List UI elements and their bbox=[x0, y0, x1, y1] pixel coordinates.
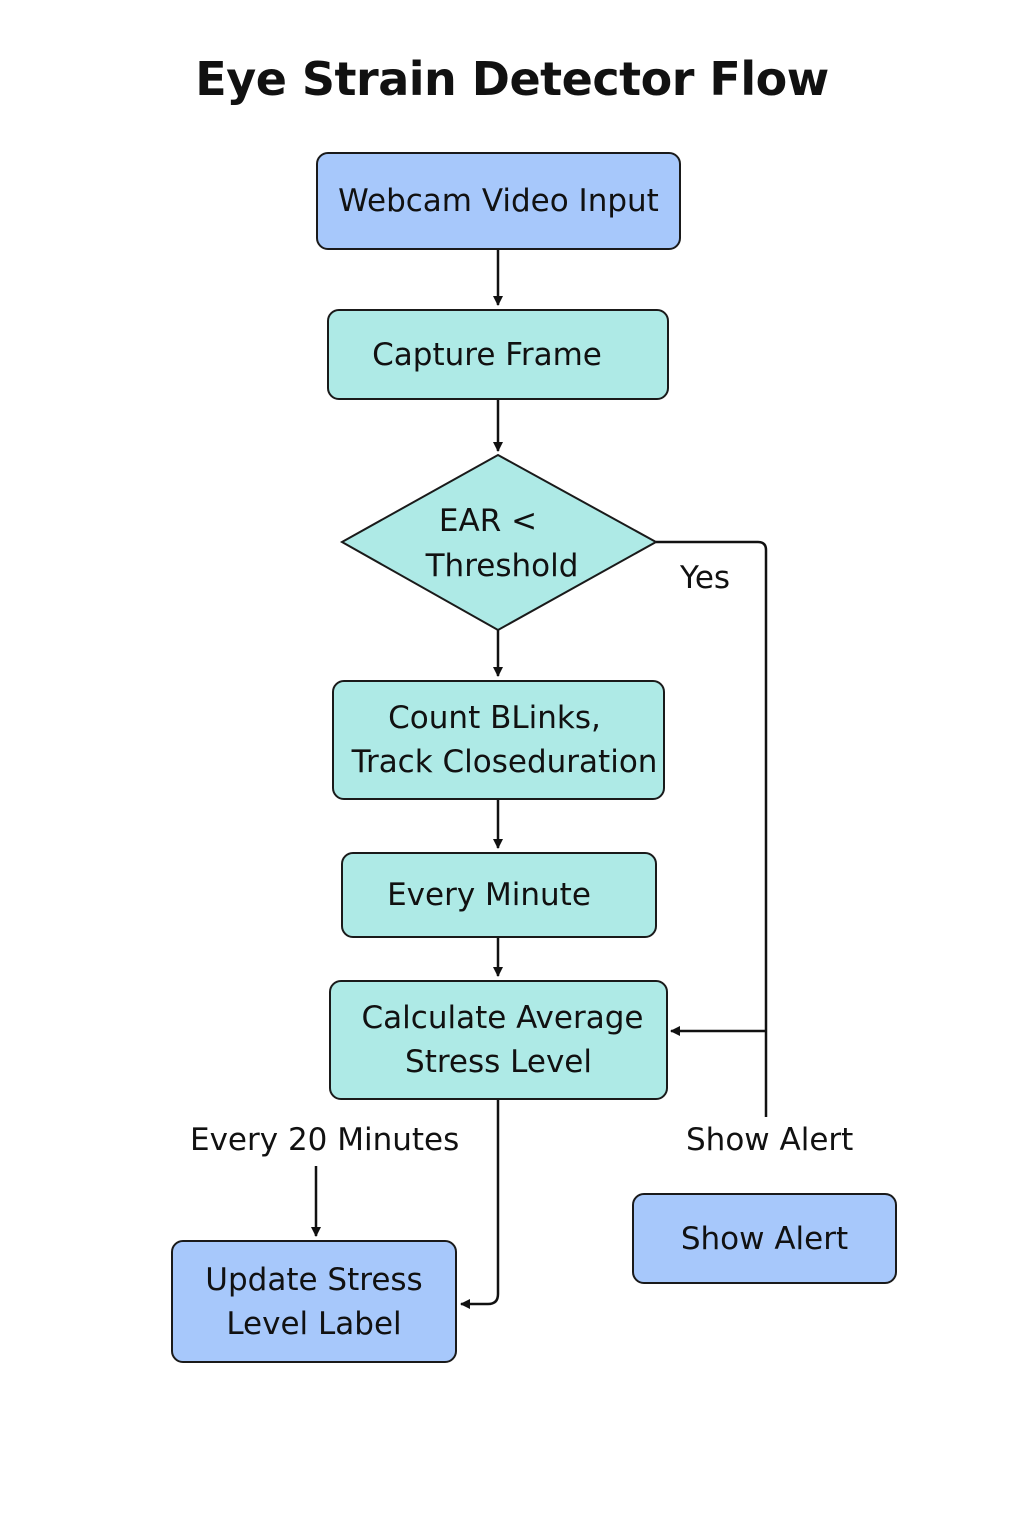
yes-branch-line bbox=[656, 540, 768, 1117]
calculate-stress-line2: Stress Level bbox=[405, 1044, 592, 1080]
every-minute-node: Every Minute bbox=[341, 852, 657, 938]
every-minute-label: Every Minute bbox=[387, 877, 591, 913]
ear-decision-line1: EAR < bbox=[439, 503, 537, 539]
ear-decision-line2: Threshold bbox=[425, 548, 579, 584]
update-stress-line2: Level Label bbox=[226, 1305, 402, 1342]
every-20-minutes-label: Every 20 Minutes bbox=[190, 1122, 460, 1158]
capture-frame-node: Capture Frame bbox=[327, 309, 669, 400]
calculate-stress-line1: Calculate Average bbox=[361, 1000, 644, 1036]
diagram-title: Eye Strain Detector Flow bbox=[195, 52, 829, 106]
show-alert-edge-label: Show Alert bbox=[686, 1122, 854, 1158]
show-alert-node: Show Alert bbox=[632, 1193, 897, 1284]
arrow-calc-to-update bbox=[460, 1100, 500, 1309]
webcam-input-label: Webcam Video Input bbox=[338, 183, 659, 219]
update-stress-label-node: Update Stress Level Label bbox=[171, 1240, 457, 1363]
capture-frame-label: Capture Frame bbox=[372, 336, 602, 373]
yes-edge-label: Yes bbox=[680, 560, 731, 596]
count-blinks-line1: Count BLinks, bbox=[388, 700, 601, 736]
webcam-input-node: Webcam Video Input bbox=[316, 152, 681, 250]
show-alert-box-label: Show Alert bbox=[680, 1220, 849, 1257]
update-stress-line1: Update Stress bbox=[205, 1261, 423, 1298]
calculate-stress-node: Calculate Average Stress Level bbox=[329, 980, 668, 1100]
count-blinks-line2: Track Closeduration bbox=[351, 744, 658, 780]
count-blinks-node: Count BLinks, Track Closeduration bbox=[332, 680, 665, 800]
ear-decision-diamond bbox=[339, 453, 659, 632]
